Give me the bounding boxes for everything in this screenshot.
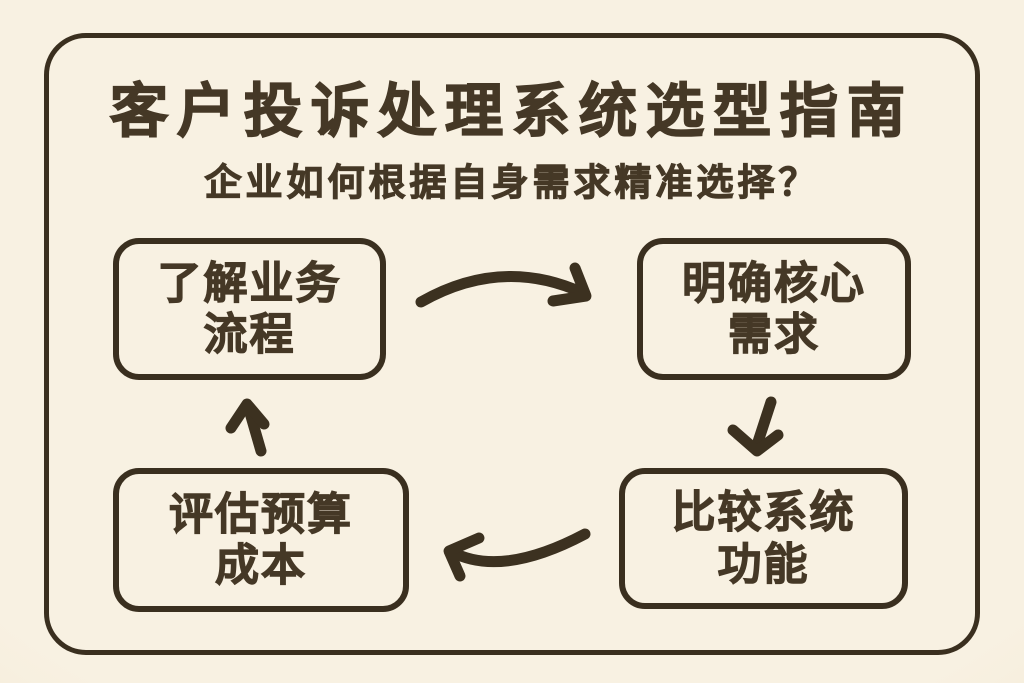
step-label-line: 了解业务 (157, 257, 342, 309)
step-label-line: 功能 (717, 538, 810, 590)
step-label-line: 评估预算 (169, 488, 353, 540)
step-label-line: 比较系统 (671, 487, 856, 539)
page-title: 客户投诉处理系统选型指南 (109, 76, 914, 146)
step-box-clarify-core-requirements: 明确核心 需求 (637, 238, 911, 380)
step-label-line: 需求 (728, 308, 820, 360)
page-subtitle: 企业如何根据自身需求精准选择？ (204, 161, 820, 205)
step-label-line: 成本 (215, 539, 307, 591)
step-label-line: 流程 (203, 308, 296, 360)
outer-frame (44, 33, 980, 655)
step-box-evaluate-budget-cost: 评估预算 成本 (113, 468, 409, 612)
step-box-compare-system-features: 比较系统 功能 (619, 468, 908, 609)
step-label-line: 明确核心 (682, 257, 866, 309)
step-box-understand-business-process: 了解业务 流程 (113, 238, 386, 380)
